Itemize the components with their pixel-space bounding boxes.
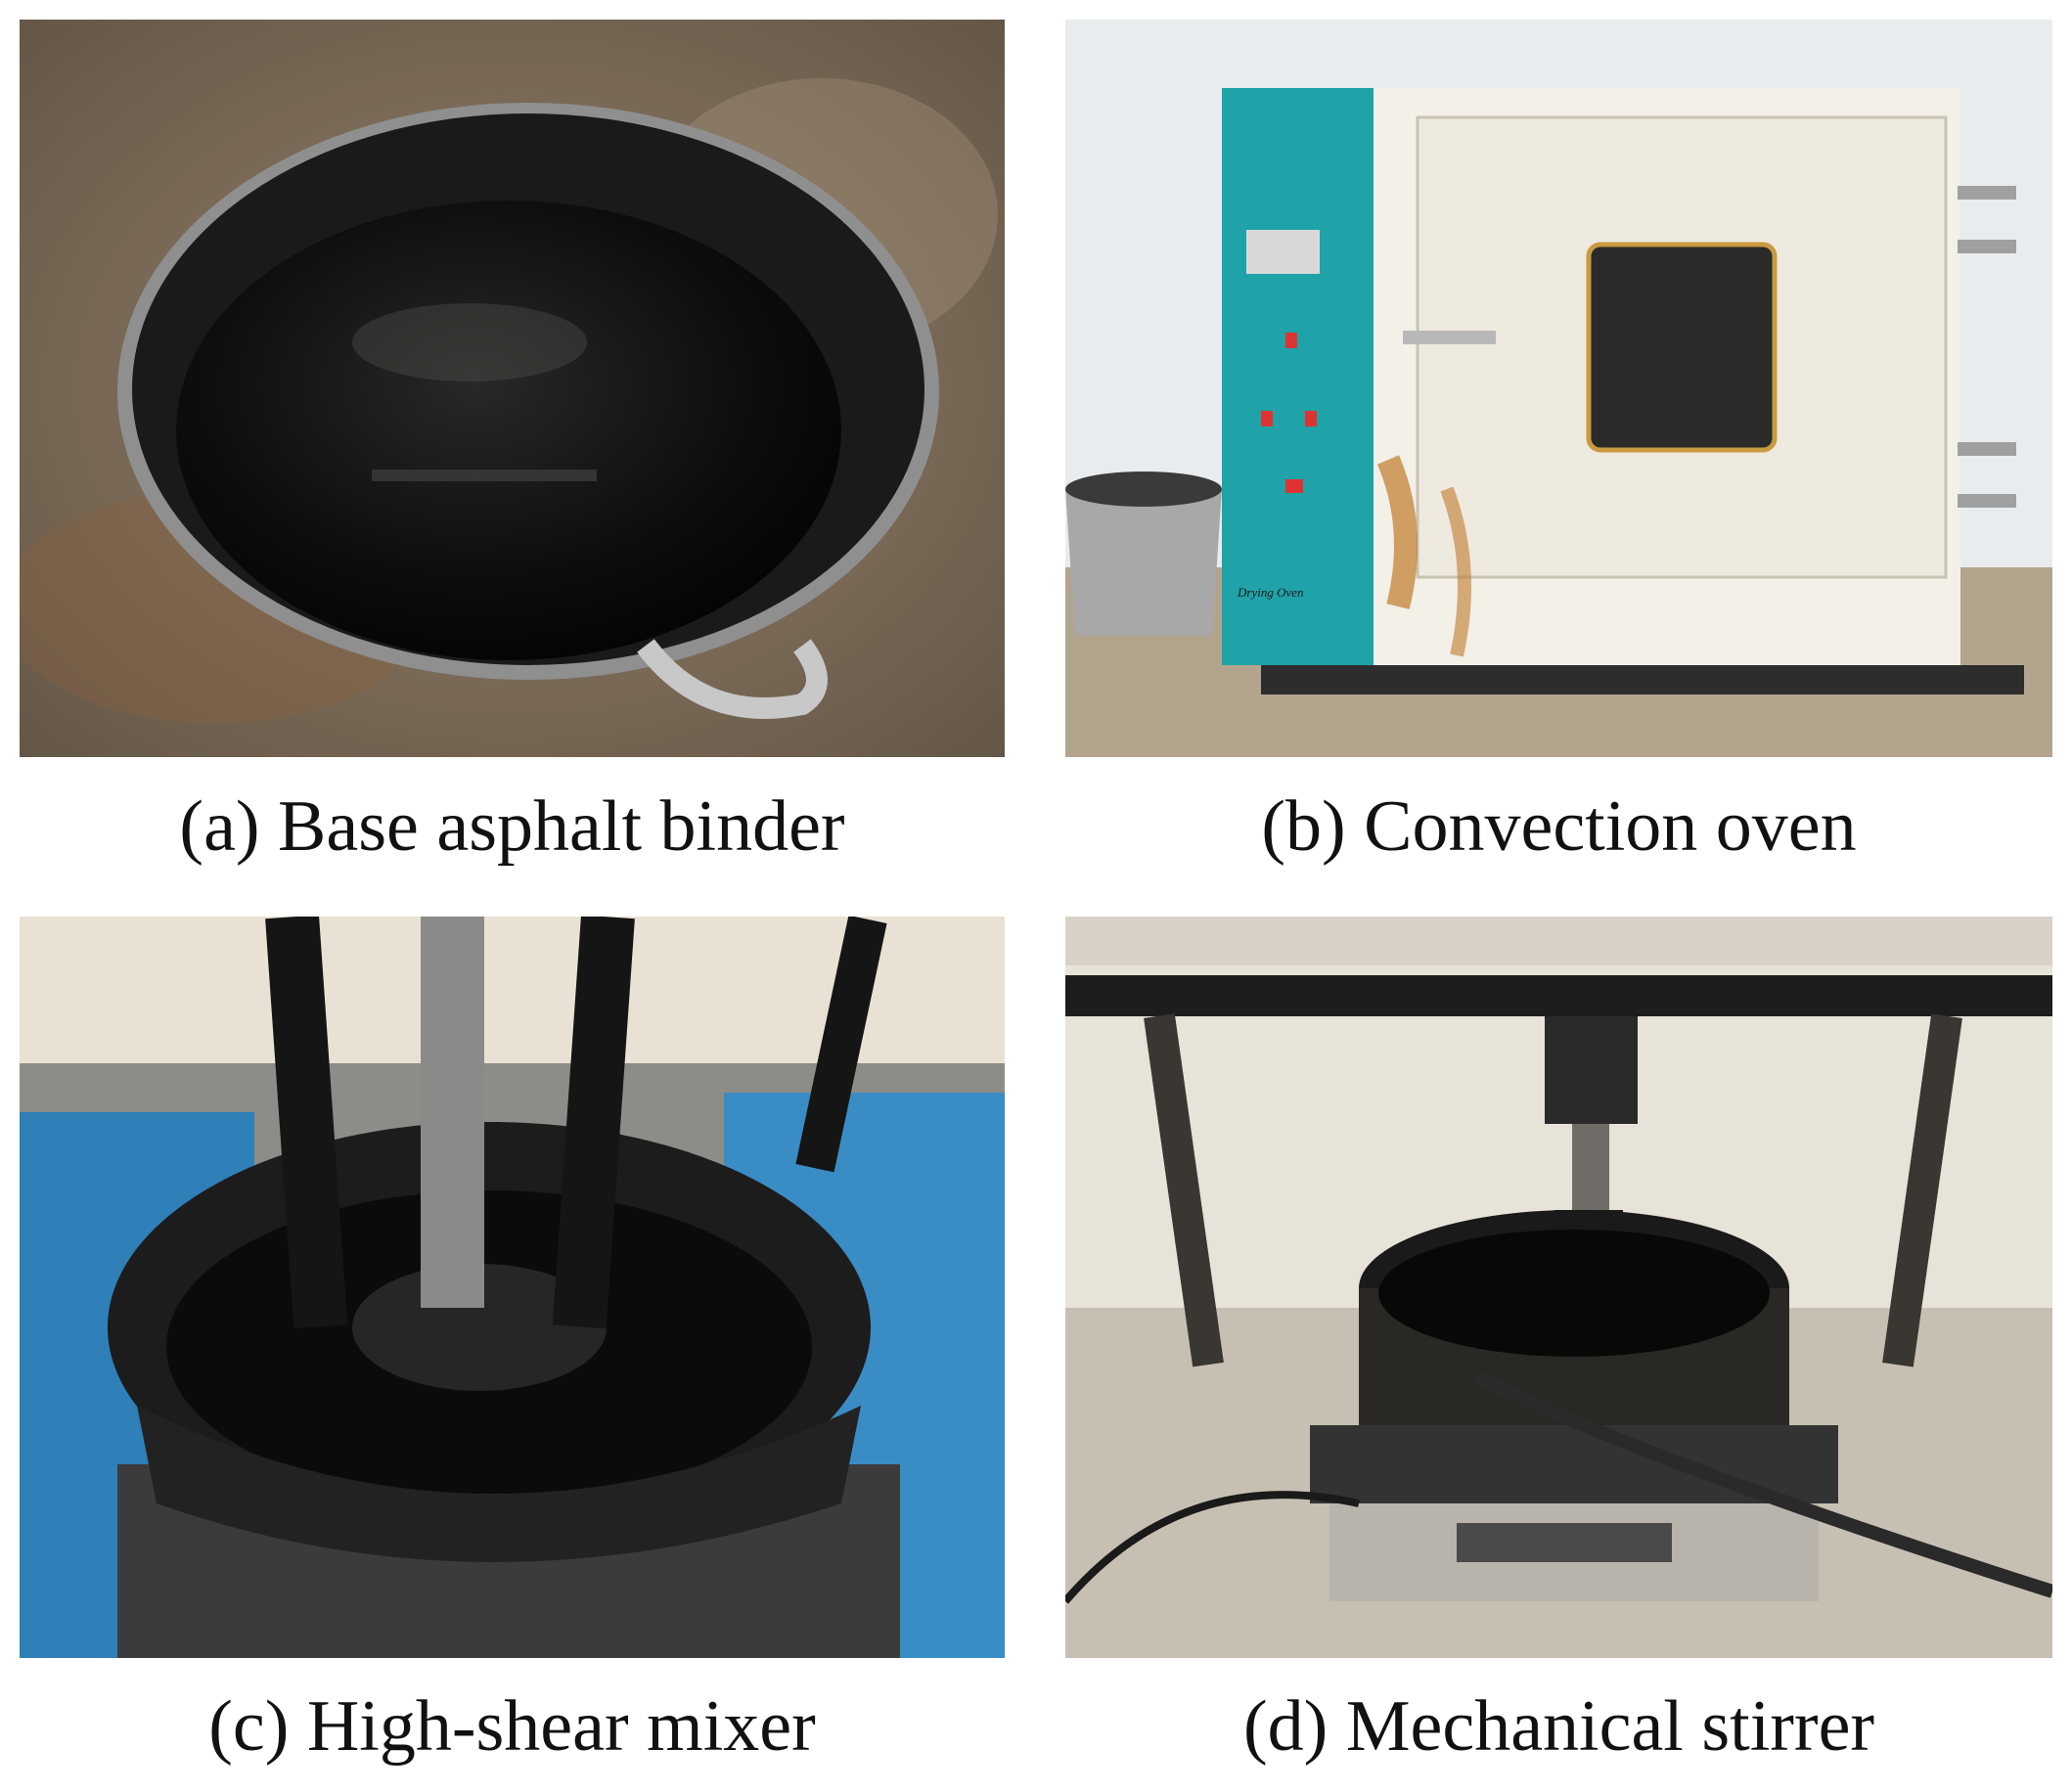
caption-d: (d) Mechanical stirrer	[1242, 1686, 1875, 1767]
photo-high-shear-mixer	[20, 917, 1005, 1658]
photo-mechanical-stirrer	[1065, 917, 2052, 1658]
photo-convection-oven: Drying Oven	[1065, 20, 2052, 757]
photo-base-asphalt-binder	[20, 20, 1005, 757]
oven-control-panel	[1222, 88, 1374, 665]
caption-a: (a) Base asphalt binder	[179, 786, 845, 867]
caption-c: (c) High-shear mixer	[208, 1686, 816, 1767]
convection-oven-illustration: Drying Oven	[1065, 20, 2052, 757]
asphalt-pan-illustration	[20, 20, 1005, 757]
oven-label: Drying Oven	[1237, 585, 1304, 600]
caption-b: (b) Convection oven	[1261, 786, 1857, 867]
mechanical-stirrer-illustration	[1065, 917, 2052, 1658]
high-shear-mixer-illustration	[20, 917, 1005, 1658]
